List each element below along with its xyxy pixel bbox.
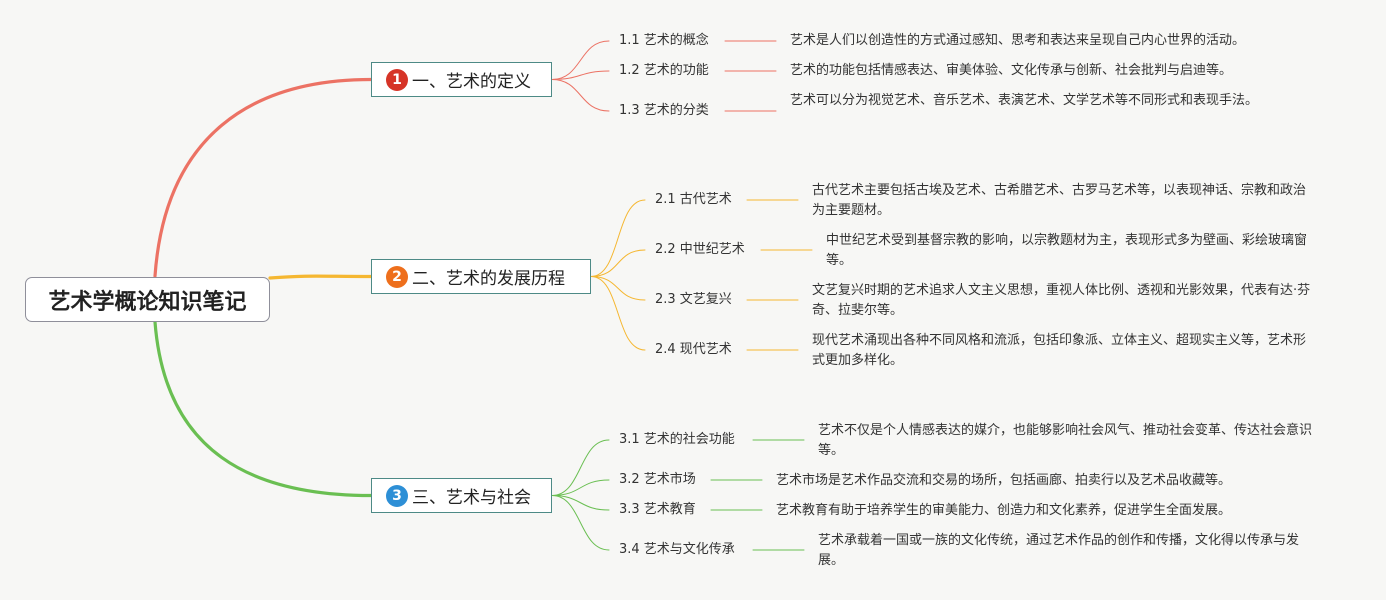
subtopic-label[interactable]: 3.1 艺术的社会功能 xyxy=(619,432,735,447)
branch-title: 三、艺术与社会 xyxy=(412,488,531,508)
subtopic-description[interactable]: 艺术承载着一国或一族的文化传统，通过艺术作品的创作和传播，文化得以传承与发展。 xyxy=(818,533,1300,568)
sub-connector-2-2 xyxy=(590,249,646,277)
subtopic-label[interactable]: 1.3 艺术的分类 xyxy=(619,103,709,118)
subtopic-label[interactable]: 2.1 古代艺术 xyxy=(655,192,732,207)
sub-connector-3-1 xyxy=(551,439,610,496)
sub-connector-2-3 xyxy=(590,276,646,301)
subtopic-label[interactable]: 2.3 文艺复兴 xyxy=(655,292,732,307)
sub-connector-1-2 xyxy=(551,70,610,80)
sub-connector-3-3 xyxy=(551,495,610,511)
root-topic[interactable]: 艺术学概论知识笔记 xyxy=(25,277,270,322)
subtopic-description[interactable]: 中世纪艺术受到基督宗教的影响，以宗教题材为主，表现形式多为壁画、彩绘玻璃窗等。 xyxy=(826,233,1308,268)
branch-title: 二、艺术的发展历程 xyxy=(412,269,565,289)
subtopic-label[interactable]: 1.1 艺术的概念 xyxy=(619,33,709,48)
branch-connector-2 xyxy=(268,274,373,280)
subtopic-description[interactable]: 艺术是人们以创造性的方式通过感知、思考和表达来呈现自己内心世界的活动。 xyxy=(790,33,1246,48)
subtopic-description[interactable]: 古代艺术主要包括古埃及艺术、古希腊艺术、古罗马艺术等，以表现神话、宗教和政治为主… xyxy=(812,183,1307,218)
sub-connector-1-1 xyxy=(551,40,610,80)
sub-connector-3-4 xyxy=(551,495,610,551)
subtopic-label[interactable]: 2.2 中世纪艺术 xyxy=(655,242,745,257)
sub-connector-1-3 xyxy=(551,79,610,112)
sub-connector-2-4 xyxy=(590,276,646,351)
branch-title: 一、艺术的定义 xyxy=(412,72,531,92)
subtopic-description[interactable]: 艺术市场是艺术作品交流和交易的场所，包括画廊、拍卖行以及艺术品收藏等。 xyxy=(776,473,1232,488)
branch-connector-1 xyxy=(153,77,373,278)
number-badge-icon: 2 xyxy=(386,265,408,288)
subtopic-description[interactable]: 文艺复兴时期的艺术追求人文主义思想，重视人体比例、透视和光影效果，代表有达·芬奇… xyxy=(812,283,1311,318)
subtopic-label[interactable]: 1.2 艺术的功能 xyxy=(619,63,709,78)
subtopic-label[interactable]: 3.4 艺术与文化传承 xyxy=(619,542,735,557)
sub-connector-3-2 xyxy=(551,479,610,496)
subtopic-description[interactable]: 艺术的功能包括情感表达、审美体验、文化传承与创新、社会批判与启迪等。 xyxy=(790,63,1233,78)
subtopic-label[interactable]: 2.4 现代艺术 xyxy=(655,342,732,357)
branch-connector-3 xyxy=(153,320,373,498)
number-badge-icon: 1 xyxy=(386,68,408,91)
subtopic-description[interactable]: 艺术教育有助于培养学生的审美能力、创造力和文化素养，促进学生全面发展。 xyxy=(776,503,1232,518)
number-badge-icon: 3 xyxy=(386,484,408,507)
subtopic-description[interactable]: 艺术不仅是个人情感表达的媒介，也能够影响社会风气、推动社会变革、传达社会意识等。 xyxy=(818,423,1313,458)
sub-connector-2-1 xyxy=(590,199,646,277)
subtopic-description[interactable]: 艺术可以分为视觉艺术、音乐艺术、表演艺术、文学艺术等不同形式和表现手法。 xyxy=(790,93,1259,108)
subtopic-label[interactable]: 3.2 艺术市场 xyxy=(619,472,696,487)
subtopic-label[interactable]: 3.3 艺术教育 xyxy=(619,502,696,517)
subtopic-description[interactable]: 现代艺术涌现出各种不同风格和流派，包括印象派、立体主义、超现实主义等，艺术形式更… xyxy=(812,333,1307,368)
